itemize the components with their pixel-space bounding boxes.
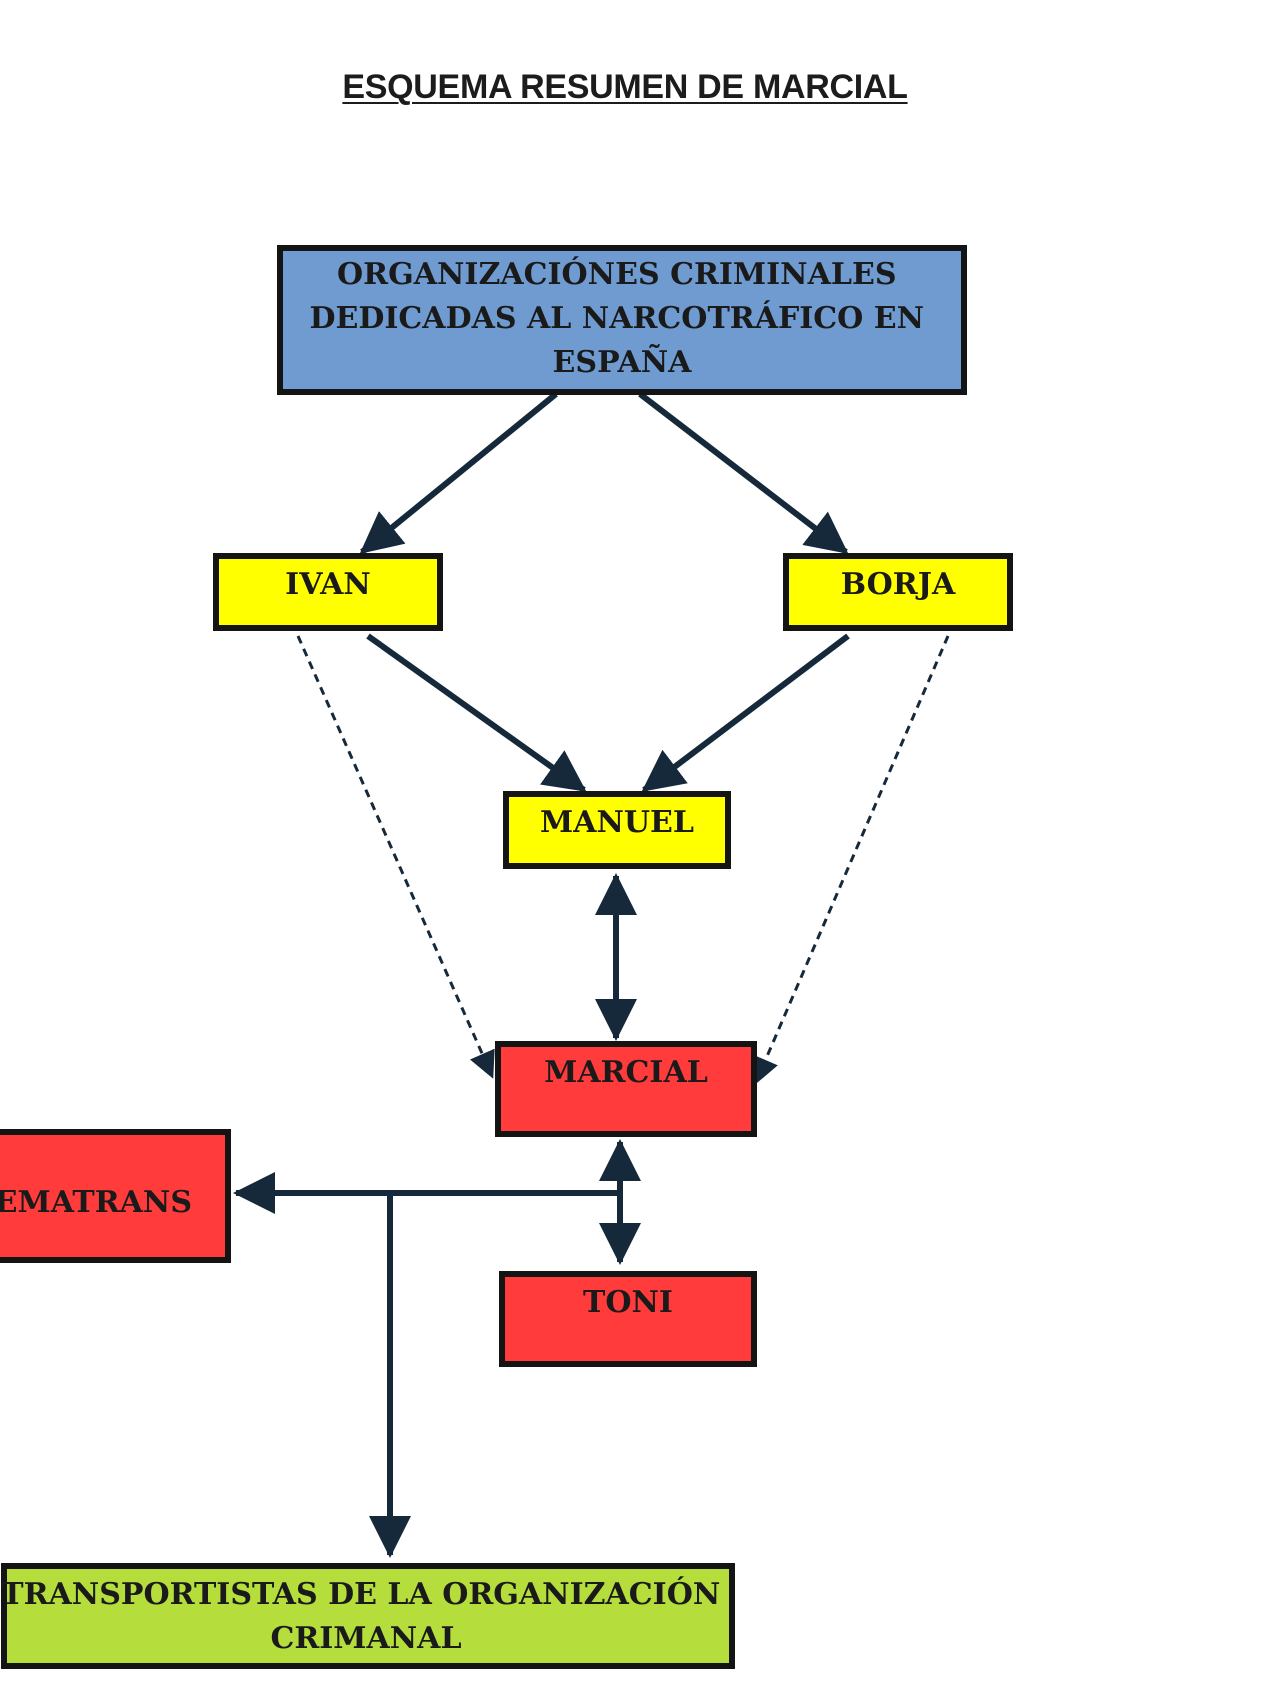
node-ivan: IVAN (213, 553, 443, 631)
org-label-line-1: ORGANIZACIÓNES CRIMINALES (337, 256, 896, 292)
transportistas-label-line-2: CRIMANAL (270, 1621, 461, 1656)
node-marcial: MARCIAL (495, 1041, 757, 1137)
node-manuel: MANUEL (503, 791, 731, 869)
manuel-box (503, 791, 731, 869)
transportistas-label-line-1: TRANSPORTISTAS DE LA ORGANIZACIÓN (1, 1576, 720, 1612)
edge-ivan-manuel (366, 633, 587, 793)
edge-ivan-marcial-dashed (296, 635, 495, 1079)
org-label-line-3: ESPAÑA (553, 344, 693, 380)
ematrans-box (0, 1129, 231, 1263)
node-org: ORGANIZACIÓNES CRIMINALES DEDICADAS AL N… (277, 245, 967, 395)
transportistas-label: TRANSPORTISTAS DE LA ORGANIZACIÓN CRIMAN… (1, 1576, 730, 1656)
ematrans-label: EMATRANS (0, 1185, 192, 1220)
manuel-label: MANUEL (540, 805, 694, 840)
edges (233, 391, 950, 1558)
node-borja: BORJA (783, 553, 1013, 631)
edge-org-ivan (359, 391, 558, 555)
ivan-label: IVAN (285, 567, 371, 602)
marcial-box (495, 1041, 757, 1137)
borja-label: BORJA (841, 567, 956, 602)
edge-org-borja (638, 391, 849, 555)
node-toni: TONI (499, 1271, 757, 1367)
edge-borja-manuel (641, 633, 850, 793)
borja-box (783, 553, 1013, 631)
node-ematrans: EMATRANS (0, 1129, 231, 1263)
toni-label: TONI (583, 1285, 673, 1320)
edge-borja-marcial-dashed (753, 635, 950, 1085)
transportistas-box (1, 1563, 735, 1669)
org-label-line-2: DEDICADAS AL NARCOTRÁFICO EN (310, 300, 925, 336)
org-label: ORGANIZACIÓNES CRIMINALES DEDICADAS AL N… (310, 256, 935, 380)
ivan-box (213, 553, 443, 631)
marcial-label: MARCIAL (544, 1055, 708, 1090)
org-box (277, 245, 967, 395)
toni-box (499, 1271, 757, 1367)
diagram-title: ESQUEMA RESUMEN DE MARCIAL (342, 68, 908, 106)
node-transportistas: TRANSPORTISTAS DE LA ORGANIZACIÓN CRIMAN… (1, 1563, 735, 1669)
